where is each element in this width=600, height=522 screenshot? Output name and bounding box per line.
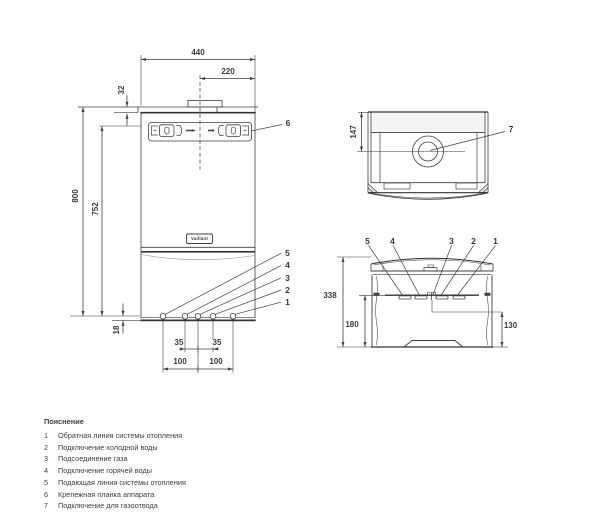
legend-item-label: Крепежная планка аппарата bbox=[58, 489, 155, 499]
legend-item-number: 4 bbox=[44, 466, 49, 476]
callout-front-4: 4 bbox=[285, 260, 290, 271]
legend-item-label: Подключение горячей воды bbox=[58, 466, 152, 476]
brand-badge-label: Vaillant bbox=[191, 235, 208, 241]
dim-depth-right-label: 130 bbox=[502, 321, 519, 330]
legend-item-6: 6 Крепежная планка аппарата bbox=[44, 489, 304, 501]
legend-title: Пояснение bbox=[44, 417, 84, 426]
callout-front-1: 1 bbox=[285, 296, 290, 307]
legend-item-number: 2 bbox=[44, 442, 49, 452]
callout-bottom-2: 2 bbox=[471, 235, 476, 246]
dim-bracket-height-label: 752 bbox=[91, 201, 100, 217]
dim-bottom-offset-label: 18 bbox=[112, 324, 121, 336]
legend-item-7: 7 Подключение для газоотвода bbox=[44, 500, 304, 512]
legend-item-2: 2 Подключение холодной воды bbox=[44, 442, 304, 454]
callout-bottom-1: 1 bbox=[493, 235, 498, 246]
dim-pitch-inner-left-label: 35 bbox=[173, 338, 185, 347]
dim-half-width-label: 220 bbox=[220, 67, 236, 76]
legend-item-3: 3 Подсоединение газа bbox=[44, 453, 304, 465]
dim-depth-left-label: 180 bbox=[344, 319, 360, 329]
top-view-drawing bbox=[357, 111, 506, 200]
legend-item-label: Подключение холодной воды bbox=[58, 442, 158, 452]
dim-total-height-label: 800 bbox=[71, 188, 80, 204]
legend-item-label: Подсоединение газа bbox=[58, 454, 128, 464]
callout-bracket: 6 bbox=[285, 117, 291, 128]
legend-item-label: Подающая линия системы отопления bbox=[58, 477, 186, 487]
legend-item-5: 5 Подающая линия системы отопления bbox=[44, 477, 304, 489]
legend-item-number: 1 bbox=[44, 431, 49, 440]
callout-front-3: 3 bbox=[285, 272, 290, 283]
dim-top-offset-label: 32 bbox=[116, 84, 126, 96]
dim-flue-offset-label: 147 bbox=[349, 123, 358, 140]
dim-pitch-inner-right-label: 35 bbox=[211, 338, 223, 347]
callout-bottom-4: 4 bbox=[390, 235, 395, 246]
legend-item-4: 4 Подключение горячей воды bbox=[44, 465, 304, 477]
front-view-drawing bbox=[70, 55, 283, 373]
callout-bottom-5: 5 bbox=[365, 235, 370, 246]
callout-front-5: 5 bbox=[285, 247, 290, 258]
legend-item-number: 5 bbox=[44, 477, 49, 487]
dim-pitch-outer-right-label: 100 bbox=[208, 357, 224, 366]
legend-item-number: 6 bbox=[44, 489, 49, 499]
legend: Пояснение 1 Обратная линия системы отопл… bbox=[44, 417, 304, 512]
bottom-view-drawing bbox=[337, 245, 508, 348]
legend-item-label: Обратная линия системы отопления bbox=[58, 431, 183, 440]
legend-item-1: 1 Обратная линия системы отопления bbox=[44, 430, 304, 442]
callout-flue: 7 bbox=[508, 123, 514, 134]
legend-item-number: 3 bbox=[44, 454, 49, 464]
callout-bottom-3: 3 bbox=[449, 235, 454, 246]
dim-depth-total-label: 338 bbox=[322, 291, 338, 300]
dim-pitch-outer-left-label: 100 bbox=[172, 357, 188, 366]
legend-item-label: Подключение для газоотвода bbox=[58, 501, 158, 511]
dim-total-width-label: 440 bbox=[190, 48, 206, 57]
dimension-arrowheads bbox=[81, 58, 504, 373]
legend-item-number: 7 bbox=[44, 501, 49, 511]
callout-front-2: 2 bbox=[285, 284, 290, 295]
